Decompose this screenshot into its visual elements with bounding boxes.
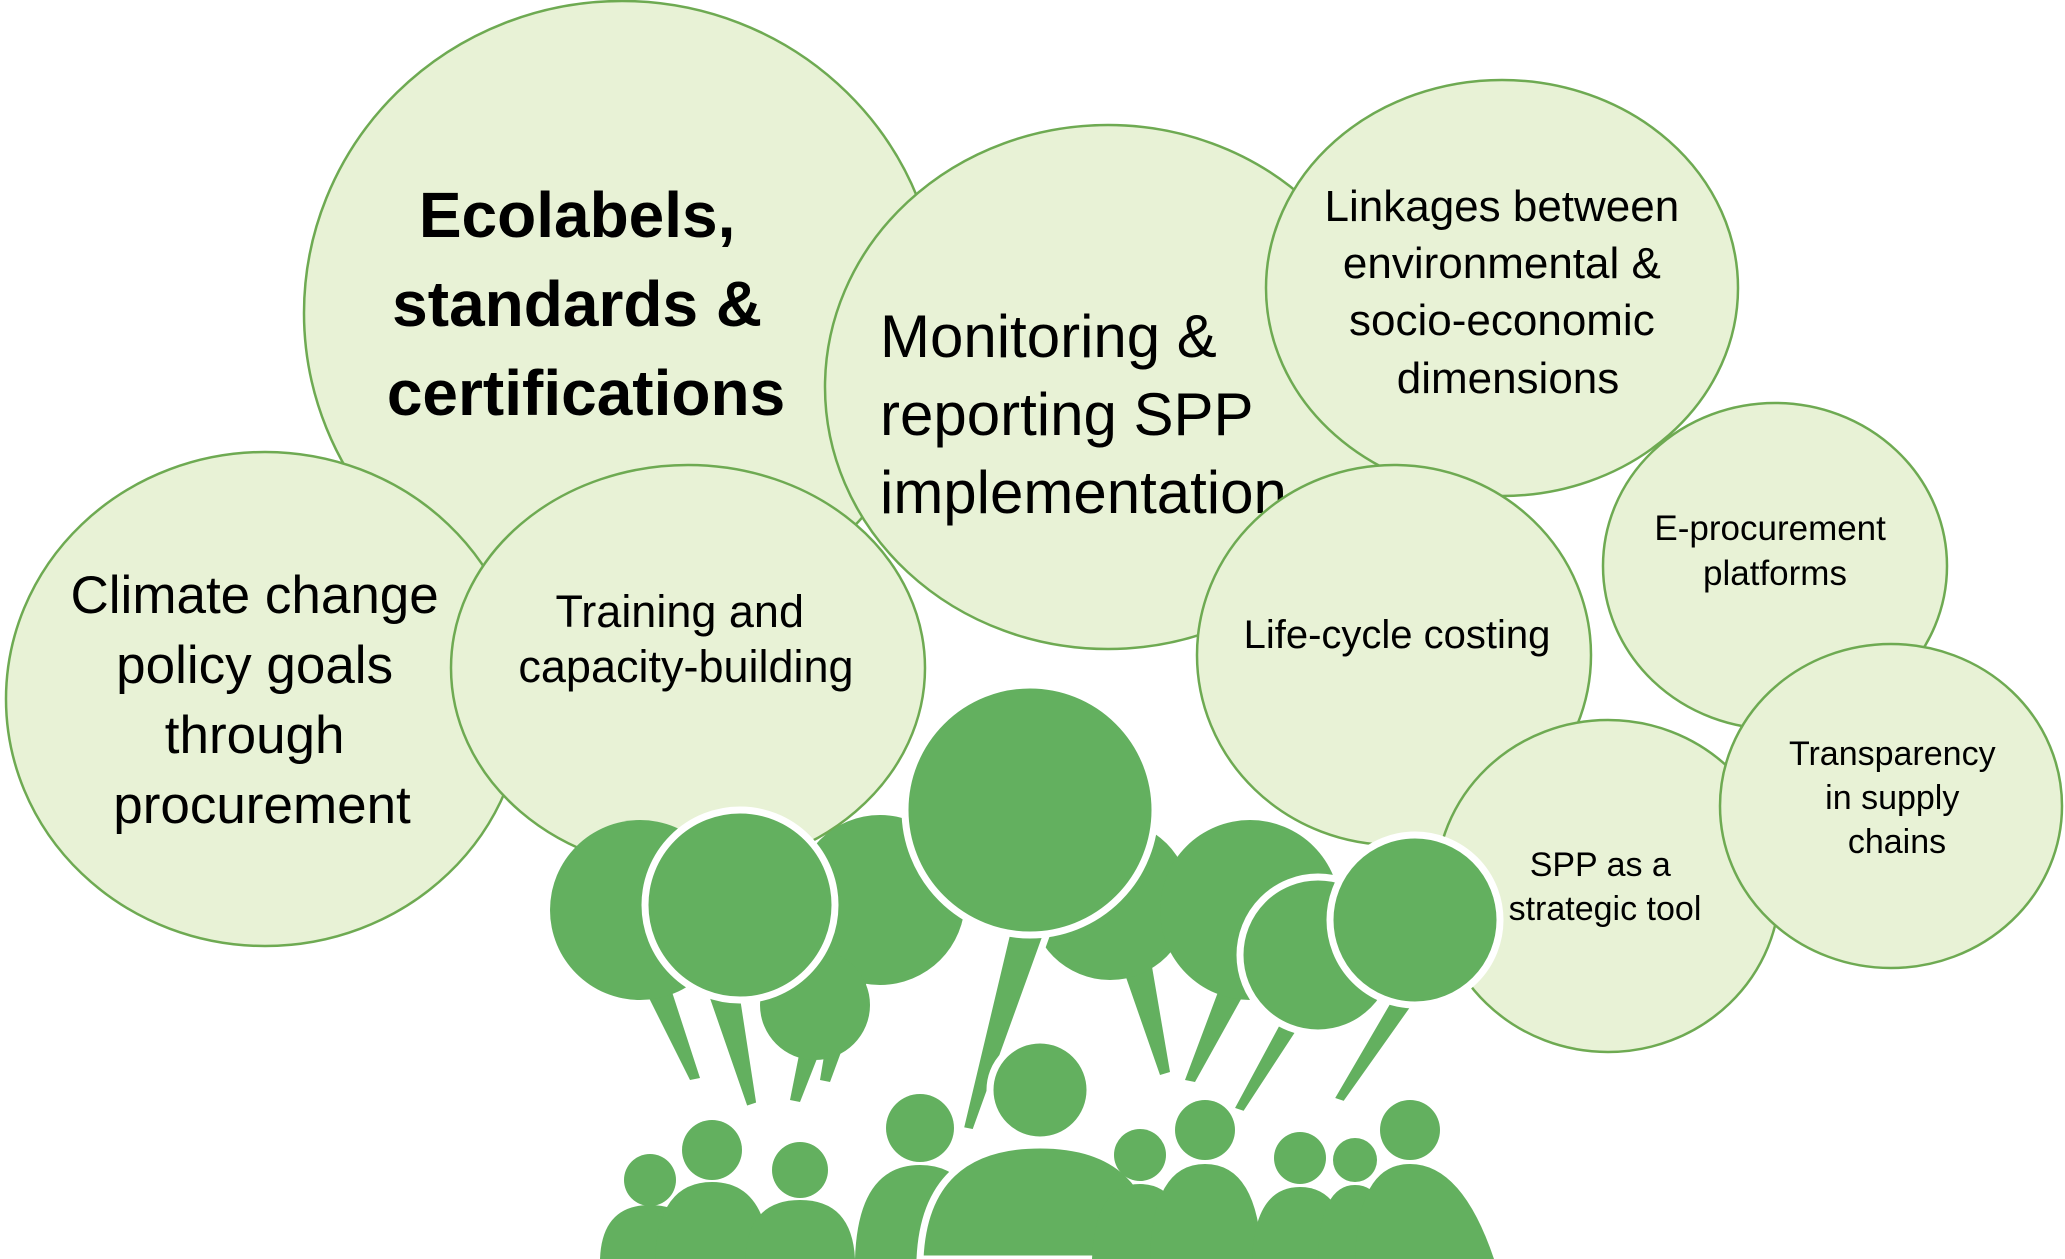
bubble-text-line: Transparency [1789, 735, 1996, 773]
bubble-text-line: socio-economic [1349, 296, 1655, 345]
bubble-text-line: policy goals [116, 636, 393, 695]
svg-text:SPP as a strategic tool: SPP as a strategic tool [1509, 846, 1702, 928]
bubble-ecolabels: Ecolabels, standards & certifications [302, 0, 942, 627]
bubble-linkages: Linkages between environmental & socio-e… [1264, 78, 1740, 498]
bubble-text-line: SPP as a [1530, 846, 1671, 884]
bubble-spp-strategic-tool: SPP as a strategic tool [1434, 718, 1782, 1054]
svg-text:Life-cycle costing: Life-cycle costing [1244, 613, 1551, 657]
svg-text:Linkages between environ: Linkages between environmental & socio-e… [1325, 182, 1692, 403]
bubble-text-line: implementation [880, 459, 1287, 526]
bubble-text-line: reporting SPP [880, 381, 1252, 448]
bubble-text-line: through [165, 706, 345, 765]
people-speech-bubbles-icon [550, 681, 1504, 1259]
svg-text:Monitoring & reporting S: Monitoring & reporting SPP implementatio… [880, 303, 1287, 526]
bubble-text-line: dimensions [1397, 354, 1620, 403]
bubble-text-line: procurement [113, 776, 411, 835]
svg-text:Transparency in supply: Transparency in supply chains [1789, 735, 2005, 861]
svg-text:Climate change policy go: Climate change policy goals through proc… [71, 566, 454, 835]
bubble-climate: Climate change policy goals through proc… [4, 450, 526, 948]
bubble-monitoring: Monitoring & reporting SPP implementatio… [823, 123, 1393, 651]
bubble-text-line: capacity-building [518, 641, 853, 692]
bubble-text-line: Linkages between [1325, 182, 1680, 231]
svg-text:Training and capacity-bu: Training and capacity-building [518, 586, 853, 692]
bubble-text-line: Monitoring & [880, 303, 1217, 370]
bubble-text-line: Training and [555, 586, 804, 637]
bubble-training: Training and capacity-building [449, 463, 927, 873]
bubble-text-line: chains [1848, 823, 1946, 861]
bubble-text-line: certifications [387, 357, 785, 429]
bubble-text-line: Climate change [71, 566, 439, 625]
bubble-text-line: platforms [1703, 554, 1847, 593]
bubble-text-line: standards & [392, 268, 762, 340]
bubble-text-line: environmental & [1343, 239, 1661, 288]
bubble-life-cycle-costing: Life-cycle costing [1195, 463, 1593, 847]
bubble-text-line: Life-cycle costing [1244, 613, 1551, 657]
bubble-text-line: E-procurement [1654, 509, 1886, 548]
svg-text:Ecolabels, standards &: Ecolabels, standards & certifications [387, 179, 785, 429]
bubble-text-line: in supply [1825, 779, 1959, 817]
bubble-text-line: strategic tool [1509, 890, 1702, 928]
svg-text:E-procurement platforms: E-procurement platforms [1654, 509, 1895, 593]
bubble-text-line: Ecolabels, [419, 179, 736, 251]
bubble-transparency: Transparency in supply chains [1718, 642, 2064, 970]
